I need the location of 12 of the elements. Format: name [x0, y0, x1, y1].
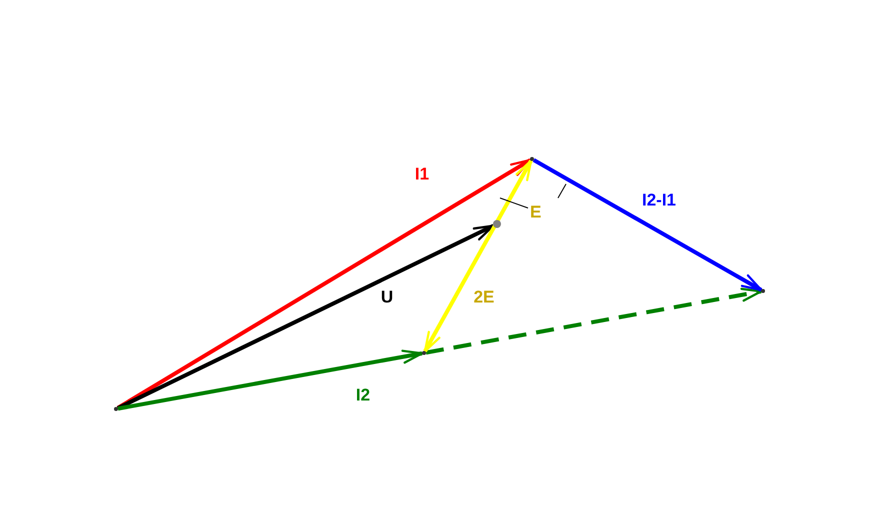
vector-arrow: [426, 288, 762, 355]
vector-arrow: [118, 350, 424, 411]
vector-point: [114, 407, 118, 411]
vector-arrow: [532, 158, 762, 292]
point-dot: [493, 220, 501, 228]
leader-line: [500, 198, 528, 208]
vector-point: [422, 351, 426, 355]
vector-label: E: [530, 204, 542, 220]
vector-arrow: [423, 160, 533, 352]
vector-arrow: [116, 224, 495, 410]
vector-point: [761, 289, 765, 293]
vector-point: [530, 157, 534, 161]
